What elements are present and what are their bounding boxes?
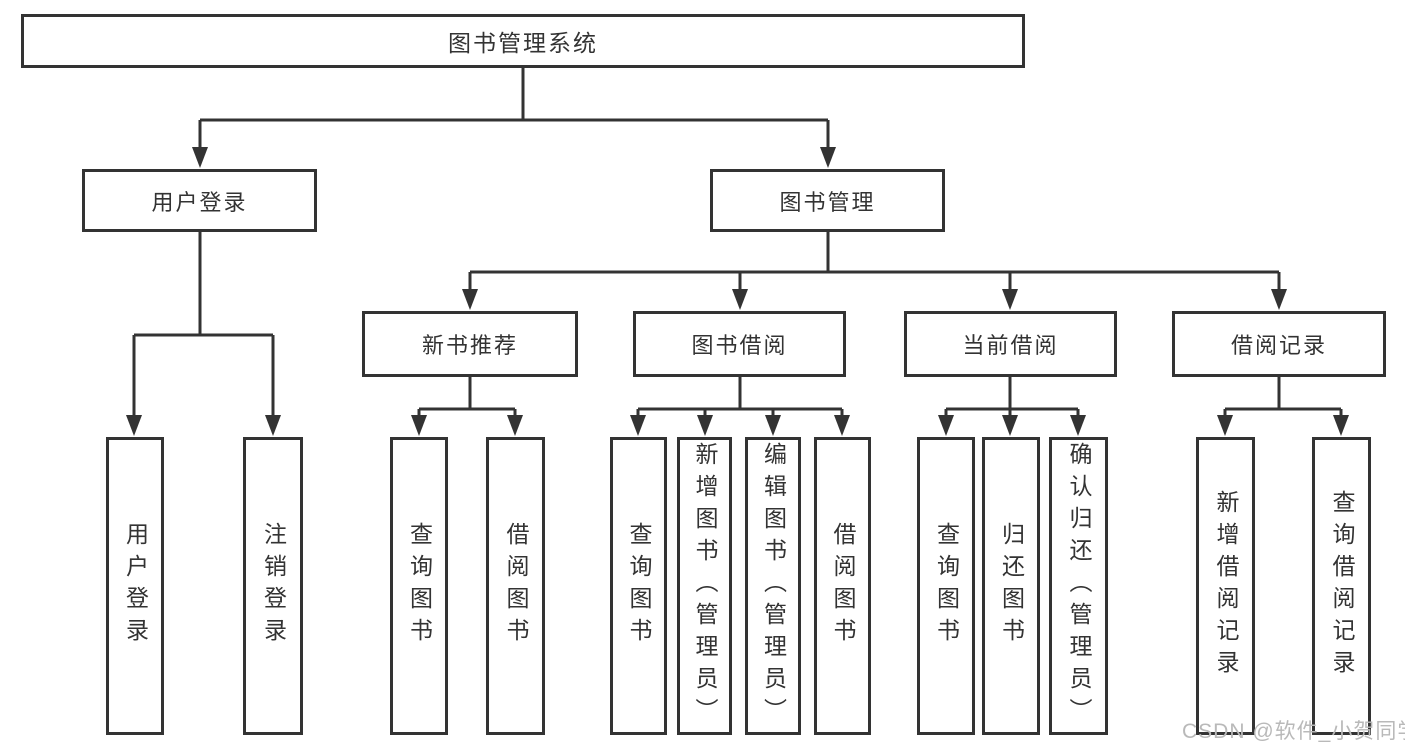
- node-library-management-system: 图书管理系统: [21, 14, 1025, 68]
- node-label: 借阅图书: [503, 522, 529, 650]
- node-label: 查询图书: [626, 522, 652, 650]
- leaf-confirm-return-admin: 确认归还（管理员）: [1049, 437, 1108, 735]
- node-label: 注销登录: [260, 522, 287, 650]
- node-label: 归还图书: [998, 522, 1025, 650]
- leaf-logout-login: 注销登录: [243, 437, 303, 735]
- leaf-query-books-recommend: 查询图书: [390, 437, 448, 735]
- node-label: 查询图书: [406, 522, 433, 650]
- leaf-query-books-current: 查询图书: [917, 437, 975, 735]
- node-label: 图书借阅: [691, 333, 788, 358]
- leaf-user-login: 用户登录: [106, 437, 164, 735]
- node-user-login: 用户登录: [82, 169, 317, 232]
- node-borrow-records: 借阅记录: [1172, 311, 1386, 377]
- leaf-borrow-books-recommend: 借阅图书: [486, 437, 545, 735]
- leaf-edit-book-admin: 编辑图书（管理员）: [745, 437, 801, 735]
- node-label: 图书管理: [779, 189, 876, 215]
- node-label: 查询图书: [933, 522, 960, 650]
- leaf-query-books-borrow: 查询图书: [610, 437, 667, 735]
- node-book-borrow: 图书借阅: [633, 311, 846, 377]
- node-label: 借阅图书: [830, 522, 856, 650]
- node-label: 新书推荐: [421, 333, 518, 358]
- leaf-borrow-books: 借阅图书: [814, 437, 871, 735]
- node-book-management: 图书管理: [710, 169, 945, 232]
- node-label: 新增借阅记录: [1213, 490, 1239, 682]
- leaf-add-borrow-record: 新增借阅记录: [1196, 437, 1255, 735]
- node-label: 图书管理系统: [448, 30, 598, 56]
- leaf-query-borrow-record: 查询借阅记录: [1312, 437, 1371, 735]
- node-label: 用户登录: [122, 522, 149, 650]
- leaf-add-book-admin: 新增图书（管理员）: [677, 437, 732, 735]
- node-label: 借阅记录: [1230, 333, 1327, 358]
- leaf-return-books: 归还图书: [982, 437, 1040, 735]
- node-new-book-recommend: 新书推荐: [362, 311, 578, 377]
- node-current-borrow: 当前借阅: [904, 311, 1117, 377]
- node-label: 确认归还（管理员）: [1066, 442, 1092, 730]
- node-label: 编辑图书（管理员）: [760, 442, 787, 730]
- node-label: 新增图书（管理员）: [692, 442, 718, 730]
- node-label: 查询借阅记录: [1329, 490, 1355, 682]
- csdn-watermark: CSDN @软件_小贺同学: [1182, 720, 1405, 743]
- arrowheads: [126, 147, 1349, 436]
- node-label: 当前借阅: [962, 333, 1059, 358]
- node-label: 用户登录: [151, 189, 248, 215]
